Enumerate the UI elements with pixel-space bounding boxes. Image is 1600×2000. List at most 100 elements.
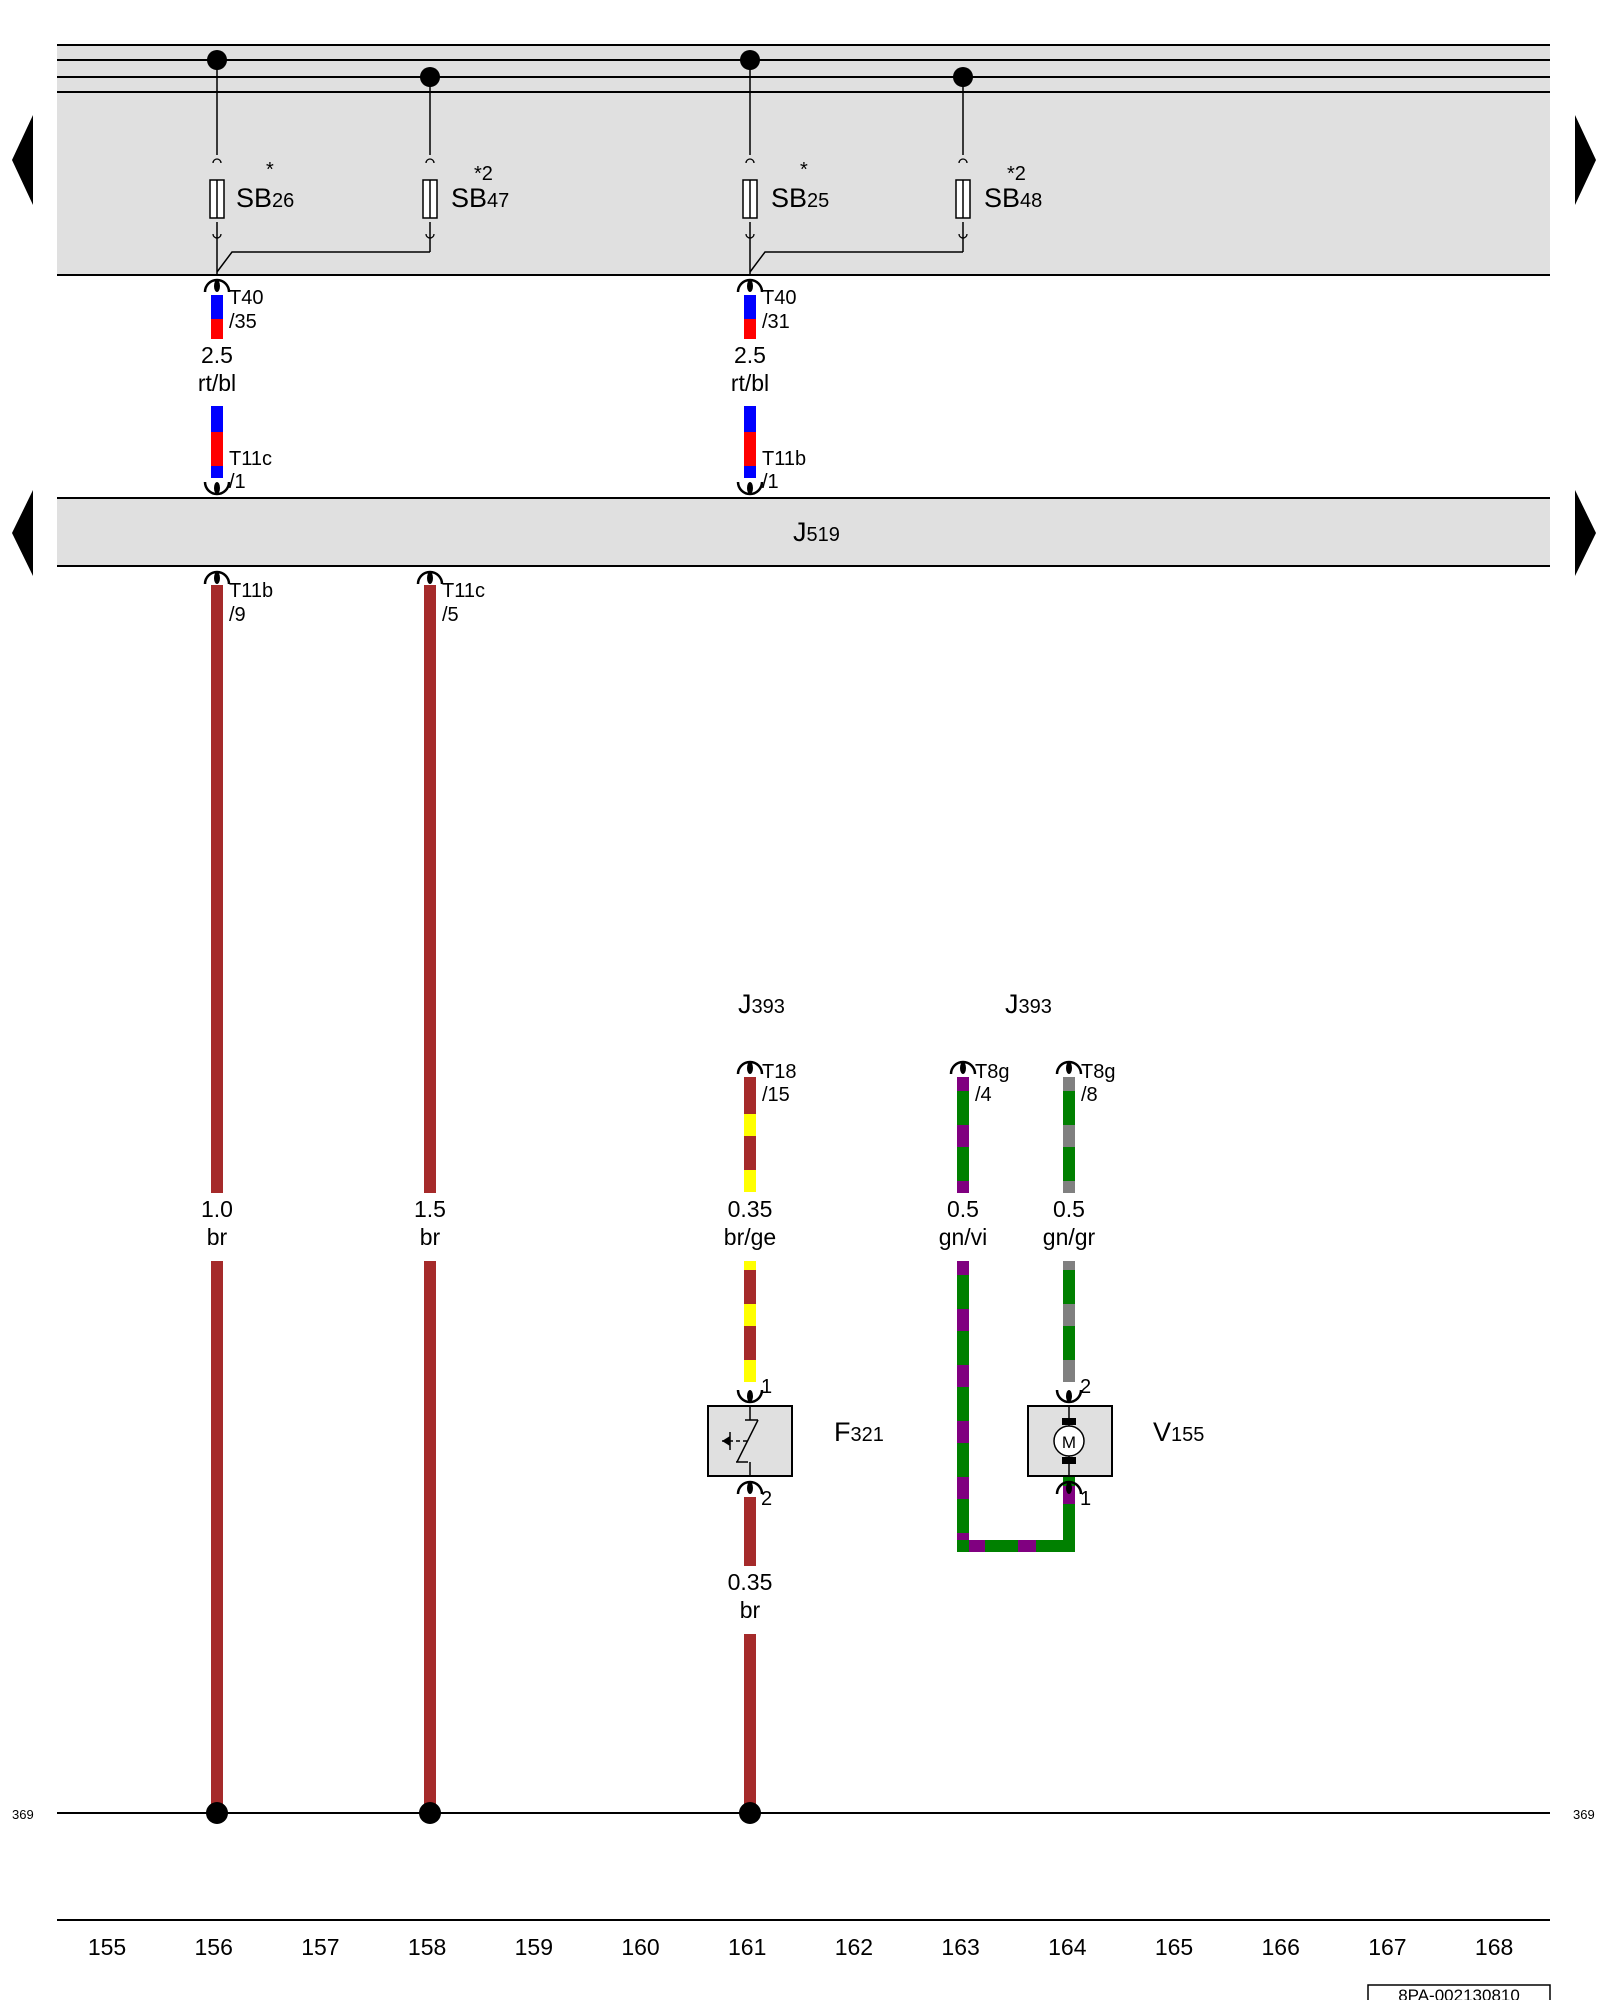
connector-t11b-9[interactable] xyxy=(203,570,231,586)
connector-t40-31[interactable] xyxy=(736,278,764,294)
ground-ref-right: 369 xyxy=(1573,1807,1595,1822)
ground-junction xyxy=(419,1802,441,1824)
connector-pin: /1 xyxy=(762,471,779,493)
wire-color: br/ge xyxy=(724,1224,776,1250)
column-number: 161 xyxy=(728,1934,766,1960)
ground-junction xyxy=(739,1802,761,1824)
page-prev-arrow-top[interactable] xyxy=(12,115,33,205)
connector-pin: /31 xyxy=(762,311,790,333)
fuse-label-sb26: SB26 xyxy=(236,183,294,213)
motor-icon xyxy=(1053,1425,1085,1457)
column-number: 158 xyxy=(408,1934,446,1960)
wire-size: 2.5 xyxy=(201,342,233,368)
junction-dot xyxy=(420,67,440,87)
connector-v155-pin2[interactable] xyxy=(1055,1388,1083,1404)
fuse-mark: * xyxy=(266,159,274,181)
junction-dot xyxy=(953,67,973,87)
wire-color: gn/gr xyxy=(1043,1224,1096,1250)
wire-156[interactable] xyxy=(211,585,223,1193)
wire-156-top[interactable] xyxy=(211,295,223,478)
wire-color: gn/vi xyxy=(939,1224,988,1250)
wire-158-lower[interactable] xyxy=(424,1261,436,1813)
connector-label: T11b xyxy=(229,580,273,602)
page-prev-arrow-mid[interactable] xyxy=(12,490,33,576)
fuse-mark: * xyxy=(800,159,808,181)
wire-color: br xyxy=(207,1224,228,1250)
motor-symbol: M xyxy=(1062,1433,1076,1452)
wire-size: 1.5 xyxy=(414,1196,446,1222)
wire-size: 1.0 xyxy=(201,1196,233,1222)
fuse-contact-arcs xyxy=(212,158,968,239)
wire-164[interactable] xyxy=(1063,1077,1075,1382)
wire-163[interactable] xyxy=(957,1077,1075,1552)
connector-v155-pin1[interactable] xyxy=(1055,1480,1083,1496)
wire-156-lower[interactable] xyxy=(211,1261,223,1813)
connector-label: T40 xyxy=(762,287,796,309)
doc-id-box xyxy=(1367,1984,1551,2000)
wire-161-top[interactable] xyxy=(744,295,756,478)
wire-161-lower[interactable] xyxy=(744,1497,756,1566)
column-number: 167 xyxy=(1368,1934,1406,1960)
control-unit-label: J519 xyxy=(793,517,840,547)
control-unit-j519[interactable] xyxy=(57,498,1550,566)
column-number: 157 xyxy=(301,1934,339,1960)
fuse-label-sb47: SB47 xyxy=(451,183,509,213)
component-label-f321: F321 xyxy=(834,1417,884,1447)
wire-161-ground[interactable] xyxy=(744,1634,756,1813)
wire-size: 0.5 xyxy=(947,1196,979,1222)
connector-f321-pin2[interactable] xyxy=(736,1480,764,1496)
connector-t11b-1[interactable] xyxy=(736,480,764,496)
pin-number: 1 xyxy=(1080,1488,1091,1510)
ground-junction xyxy=(206,1802,228,1824)
connector-pin: /35 xyxy=(229,311,257,333)
connector-t11c-1[interactable] xyxy=(203,480,231,496)
fuse-label-sb25: SB25 xyxy=(771,183,829,213)
wire-size: 0.35 xyxy=(728,1569,773,1595)
connector-pin: /8 xyxy=(1081,1084,1098,1106)
column-number: 162 xyxy=(835,1934,873,1960)
connector-f321-pin1[interactable] xyxy=(736,1388,764,1404)
connector-label: T8g xyxy=(975,1061,1009,1083)
connector-label: T11b xyxy=(762,448,806,470)
connector-label: T11c xyxy=(229,448,272,470)
column-number: 163 xyxy=(941,1934,979,1960)
connector-label: T11c xyxy=(442,580,485,602)
column-number: 156 xyxy=(195,1934,233,1960)
fuse-mark: *2 xyxy=(1007,163,1026,185)
connector-t11c-5[interactable] xyxy=(416,570,444,586)
junction-dot xyxy=(740,50,760,70)
connector-t8g-8[interactable] xyxy=(1055,1060,1083,1076)
connector-t8g-4[interactable] xyxy=(949,1060,977,1076)
connector-pin: /1 xyxy=(229,471,246,493)
wire-color: br xyxy=(420,1224,441,1250)
doc-id: 8PA-002130810 xyxy=(1398,1986,1520,2000)
page-next-arrow-top[interactable] xyxy=(1575,115,1596,205)
column-number: 166 xyxy=(1262,1934,1300,1960)
fuse-mark: *2 xyxy=(474,163,493,185)
pin-number: 1 xyxy=(761,1376,772,1398)
pin-number: 2 xyxy=(761,1488,772,1510)
ground-ref-left: 369 xyxy=(12,1807,34,1822)
wire-158[interactable] xyxy=(424,585,436,1193)
pin-number: 2 xyxy=(1080,1376,1091,1398)
fuse-panel xyxy=(57,45,1550,275)
connector-label: T8g xyxy=(1081,1061,1115,1083)
wire-size: 0.35 xyxy=(728,1196,773,1222)
connector-pin: /4 xyxy=(975,1084,992,1106)
column-number: 168 xyxy=(1475,1934,1513,1960)
connector-pin: /15 xyxy=(762,1084,790,1106)
component-label-j393: J393 xyxy=(1005,989,1052,1019)
column-number: 165 xyxy=(1155,1934,1193,1960)
wire-161[interactable] xyxy=(744,1077,756,1382)
column-number: 164 xyxy=(1048,1934,1087,1960)
page-next-arrow-mid[interactable] xyxy=(1575,490,1596,576)
component-label-v155: V155 xyxy=(1153,1417,1204,1447)
connector-t40-35[interactable] xyxy=(203,278,231,294)
connector-label: T40 xyxy=(229,287,263,309)
connector-t18-15[interactable] xyxy=(736,1060,764,1076)
fuse-panel-border xyxy=(57,44,1550,276)
wire-color: rt/bl xyxy=(198,370,236,396)
connector-label: T18 xyxy=(762,1061,796,1083)
